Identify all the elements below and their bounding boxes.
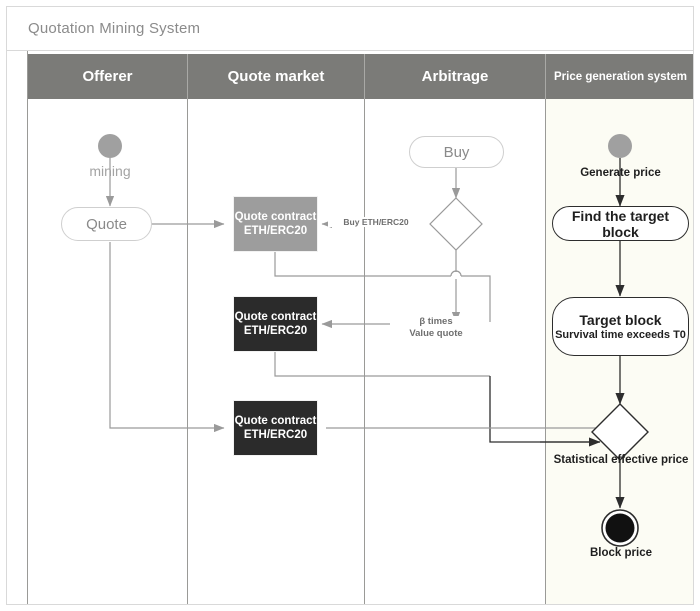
- node-quote-contract-1-line2: ETH/ERC20: [243, 225, 308, 237]
- generate-price-caption: Generate price: [558, 167, 683, 179]
- node-target-block[interactable]: Target block Survival time exceeds T0: [552, 297, 689, 356]
- price-generation-initial-node: [608, 134, 632, 158]
- offerer-initial-node: [98, 134, 122, 158]
- node-buy-label: Buy: [443, 143, 470, 161]
- diagram-title-bar: Quotation Mining System: [7, 7, 693, 50]
- node-quote-label: Quote: [86, 215, 127, 233]
- lane-header-quote-market: Quote market: [188, 54, 365, 99]
- lane-gutter: [7, 51, 28, 604]
- edge-label-beta-value-quote: β times Value quote: [390, 316, 482, 340]
- mining-label: mining: [89, 163, 131, 179]
- node-find-the-target-block-label: Find the target block: [571, 207, 670, 240]
- lane-header-offerer-label: Offerer: [82, 68, 133, 85]
- node-quote-contract-2[interactable]: Quote contract ETH/ERC20: [233, 296, 318, 352]
- node-find-the-target-block[interactable]: Find the target block: [552, 206, 689, 241]
- node-quote[interactable]: Quote: [61, 207, 152, 241]
- lane-header-quote-market-label: Quote market: [227, 68, 325, 85]
- node-target-block-line1: Target block: [579, 312, 662, 328]
- lane-body-arbitrage: [365, 99, 546, 604]
- edge-label-value-quote: Value quote: [409, 328, 463, 339]
- node-quote-contract-2-line2: ETH/ERC20: [243, 325, 308, 337]
- edge-label-beta-times: β times: [419, 316, 453, 327]
- node-quote-contract-3-line2: ETH/ERC20: [243, 429, 308, 441]
- node-quote-contract-1-line1: Quote contract: [234, 211, 317, 223]
- node-quote-contract-2-line1: Quote contract: [234, 311, 317, 323]
- node-buy[interactable]: Buy: [409, 136, 504, 168]
- statistical-effective-price-label: Statistical effective price: [553, 454, 689, 466]
- lane-header-offerer: Offerer: [28, 54, 188, 99]
- edge-label-buy-eth-erc20: Buy ETH/ERC20: [328, 217, 424, 227]
- lane-header-price-generation-label: Price generation system: [554, 70, 687, 83]
- node-target-block-line2: Survival time exceeds T0: [555, 329, 686, 341]
- lane-header-arbitrage: Arbitrage: [365, 54, 546, 99]
- lane-header-arbitrage-label: Arbitrage: [421, 68, 489, 85]
- block-price-label: Block price: [590, 547, 652, 559]
- title-divider: [7, 50, 693, 51]
- node-quote-contract-3-line1: Quote contract: [234, 415, 317, 427]
- offerer-initial-caption: mining: [60, 163, 160, 179]
- lane-header-price-generation: Price generation system: [546, 54, 693, 99]
- statistical-effective-price-caption: Statistical effective price: [548, 454, 694, 466]
- node-quote-contract-3[interactable]: Quote contract ETH/ERC20: [233, 400, 318, 456]
- block-price-caption: Block price: [560, 547, 682, 559]
- generate-price-label: Generate price: [580, 167, 661, 179]
- node-quote-contract-1[interactable]: Quote contract ETH/ERC20: [233, 196, 318, 252]
- page-title: Quotation Mining System: [28, 20, 201, 37]
